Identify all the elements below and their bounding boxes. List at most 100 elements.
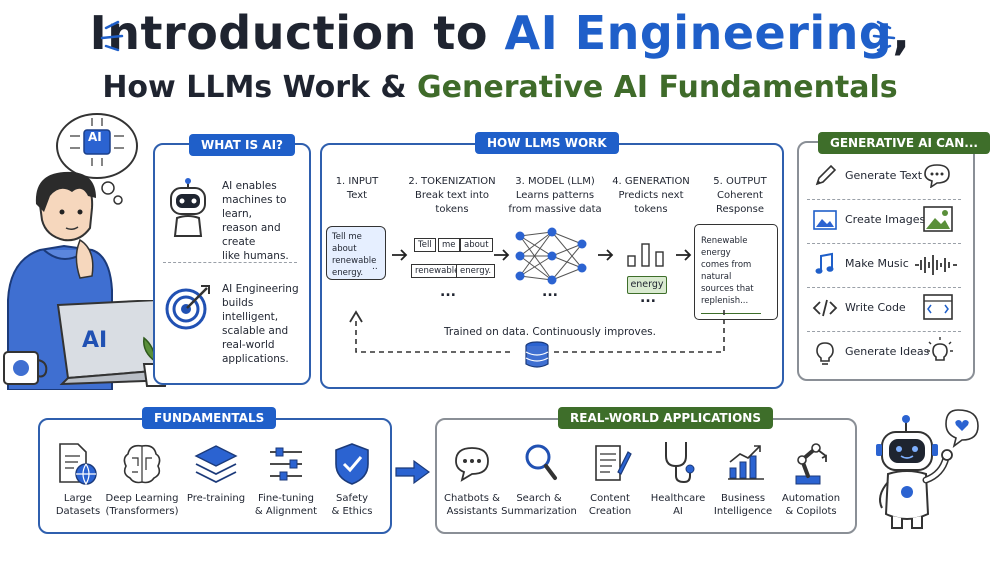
step-sub: Coherent bbox=[717, 190, 763, 201]
gen-item-label: Create Images bbox=[845, 213, 926, 226]
label-line: & Alignment bbox=[254, 506, 318, 517]
fund-label-deep-learning: Deep Learning (Transformers) bbox=[102, 492, 182, 518]
token-ellipsis: ... bbox=[440, 284, 456, 300]
thought-bubble-label: AI bbox=[88, 130, 102, 144]
divider bbox=[807, 199, 961, 200]
notepad-pen-icon bbox=[595, 445, 632, 481]
arrow-right-icon bbox=[392, 249, 408, 261]
step-sub: tokens bbox=[435, 204, 469, 215]
text-line: like humans. bbox=[222, 250, 289, 262]
output-line: Renewable energy bbox=[701, 236, 748, 258]
gen-item-music: Make Music bbox=[797, 244, 971, 286]
input-bubble: Tell me about renewable energy. bbox=[326, 226, 386, 280]
label-line: Safety bbox=[336, 493, 368, 504]
gen-item-text: Generate Text bbox=[797, 156, 971, 198]
title-highlight: AI Engineering bbox=[504, 6, 893, 60]
arrow-right-icon bbox=[494, 249, 510, 261]
gen-item-label: Write Code bbox=[845, 301, 906, 314]
output-line: replenish... bbox=[701, 296, 749, 306]
chat-bubble-icon bbox=[924, 164, 950, 188]
generated-token: energy bbox=[627, 276, 667, 294]
fundamentals-header: FUNDAMENTALS bbox=[142, 407, 277, 429]
generative-ai-header: GENERATIVE AI CAN... bbox=[818, 132, 990, 154]
text-line: AI enables bbox=[222, 180, 277, 192]
step-sub: Predicts next bbox=[618, 190, 684, 201]
label-line: Creation bbox=[588, 506, 632, 517]
step-title: 2. TOKENIZATION bbox=[408, 176, 496, 187]
chat-bubble-icon bbox=[455, 447, 489, 482]
app-label-chatbots: Chatbots &Assistants bbox=[429, 492, 515, 518]
label-line: (Transformers) bbox=[105, 506, 179, 517]
step-sub: tokens bbox=[634, 204, 668, 215]
music-note-icon bbox=[815, 252, 834, 274]
neural-network-icon bbox=[515, 227, 587, 285]
arrow-right-icon bbox=[676, 249, 692, 261]
token-chip: renewable bbox=[411, 264, 464, 278]
output-box: Renewable energy comes from natural sour… bbox=[694, 224, 778, 320]
dataset-globe-icon bbox=[59, 443, 97, 486]
label-line: Automation bbox=[781, 493, 841, 504]
code-window-icon bbox=[923, 294, 953, 320]
title-part1: Introduction to bbox=[89, 6, 505, 60]
token-chip: about bbox=[460, 238, 493, 252]
step-sub: Learns patterns bbox=[515, 190, 595, 201]
token-chip: energy. bbox=[456, 264, 496, 278]
fund-label-safety: Safety & Ethics bbox=[312, 492, 392, 518]
output-line: comes from natural bbox=[701, 260, 752, 282]
step-generation: 4. GENERATION Predicts next tokens bbox=[608, 175, 694, 217]
generation-ellipsis: ... bbox=[640, 290, 656, 306]
step-title: 4. GENERATION bbox=[612, 176, 690, 187]
step-tokenization: 2. TOKENIZATION Break text into tokens bbox=[404, 175, 500, 217]
layers-icon bbox=[194, 445, 238, 484]
output-line: sources that bbox=[701, 284, 754, 294]
big-arrow-right-icon bbox=[395, 459, 431, 485]
label-line: Content bbox=[590, 493, 630, 504]
bar-chart-icon bbox=[728, 445, 764, 480]
text-line: builds intelligent, bbox=[222, 297, 279, 323]
what-is-ai-panel bbox=[153, 143, 311, 385]
step-sub: Break text into bbox=[414, 190, 490, 201]
label-line: Assistants bbox=[446, 506, 498, 517]
text-line: machines to learn, bbox=[222, 194, 287, 220]
fundamentals-panel bbox=[38, 418, 392, 534]
label-line: Search & bbox=[516, 493, 562, 504]
label-line: Deep Learning bbox=[105, 493, 179, 504]
waving-robot-illustration bbox=[876, 409, 979, 529]
arrow-right-icon bbox=[598, 249, 614, 261]
fund-label-pretraining: Pre-training bbox=[176, 492, 256, 505]
text-line: reason and create bbox=[222, 222, 281, 248]
lightbulb-icon bbox=[816, 342, 834, 365]
token-chip: me bbox=[438, 238, 460, 252]
divider bbox=[163, 262, 297, 263]
training-loop-arrow bbox=[349, 310, 725, 353]
text-line: AI Engineering bbox=[222, 283, 299, 295]
main-title-line2: How LLMs Work & Generative AI Fundamenta… bbox=[0, 70, 1000, 105]
step-title: 5. OUTPUT bbox=[713, 176, 767, 187]
input-dots: .. bbox=[372, 262, 378, 272]
subtitle-highlight: Generative AI Fundamentals bbox=[417, 70, 898, 105]
landscape-icon bbox=[923, 206, 953, 232]
text-line: real-world bbox=[222, 339, 275, 351]
pencil-icon bbox=[815, 164, 837, 186]
image-icon bbox=[813, 210, 837, 230]
label-line: & Copilots bbox=[785, 506, 837, 517]
bubble-line: Tell me about bbox=[332, 232, 362, 254]
what-is-ai-header: WHAT IS AI? bbox=[189, 134, 295, 156]
robot-arm-icon bbox=[795, 443, 827, 485]
applications-panel bbox=[435, 418, 857, 534]
step-sub: Text bbox=[346, 190, 368, 201]
step-input: 1. INPUT Text bbox=[318, 175, 396, 203]
target-icon bbox=[165, 285, 210, 330]
sparkle-left-icon bbox=[100, 20, 124, 52]
training-loop-label: Trained on data. Continuously improves. bbox=[444, 326, 656, 338]
laptop-label: AI bbox=[82, 328, 108, 353]
text-line: applications. bbox=[222, 353, 289, 365]
label-line: & Ethics bbox=[331, 506, 373, 517]
sliders-icon bbox=[270, 447, 302, 481]
title-comma: , bbox=[892, 6, 911, 60]
model-ellipsis: ... bbox=[542, 284, 558, 300]
code-icon bbox=[812, 299, 838, 317]
